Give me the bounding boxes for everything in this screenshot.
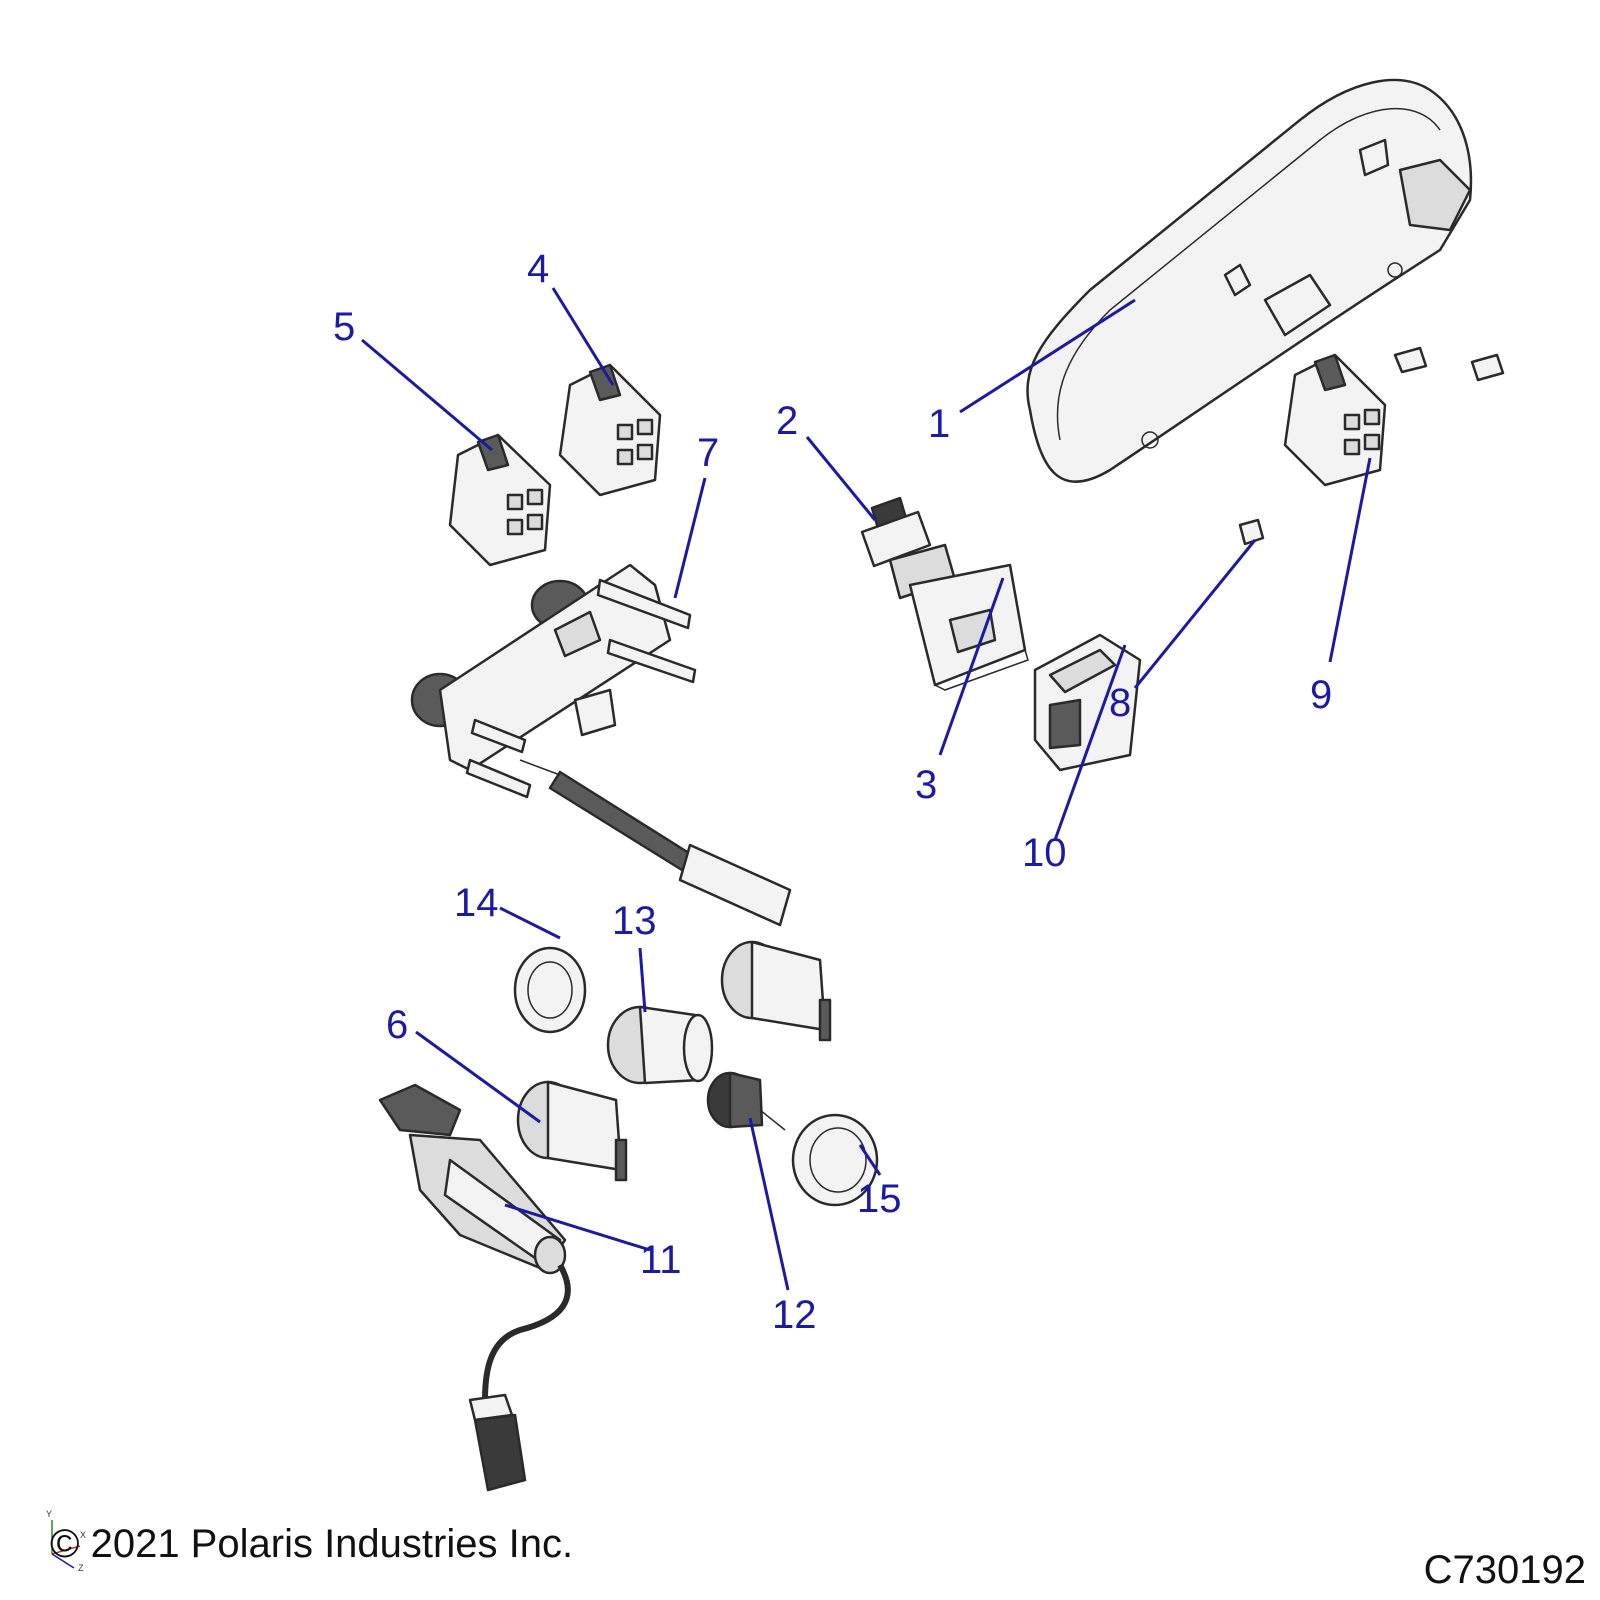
nut-ring-part (791, 1113, 879, 1207)
callout-12: 12 (772, 1293, 817, 1337)
leader-line-7 (673, 477, 707, 599)
leader-line-10 (1053, 644, 1127, 841)
axis-y-label: Y (46, 1509, 52, 1519)
callout-11: 11 (640, 1238, 682, 1282)
copyright-text: © 2021 Polaris Industries Inc. (50, 1522, 574, 1566)
callout-1: 1 (928, 402, 950, 446)
rocker-switch-5-part (448, 433, 552, 567)
leader-line-11 (504, 1203, 651, 1252)
gauge-cluster-part (1026, 78, 1473, 483)
leader-line-9 (1328, 457, 1372, 663)
clamp-ring-part (513, 946, 587, 1034)
callout-9: 9 (1310, 673, 1332, 717)
axis-x-label: X (80, 1530, 86, 1540)
screw-part (1238, 346, 1505, 546)
callout-2: 2 (776, 399, 798, 443)
callout-8: 8 (1109, 681, 1131, 725)
leader-line-4 (551, 287, 615, 386)
leader-line-12 (748, 1117, 790, 1291)
callout-14: 14 (454, 881, 499, 925)
leader-line-3 (938, 577, 1005, 756)
rocker-switch-4-part (558, 363, 662, 497)
leader-line-13 (638, 947, 647, 1013)
leader-line-14 (499, 906, 561, 940)
joystick-part (378, 1083, 571, 1492)
rocker-switch-9-part (1283, 353, 1387, 487)
leader-line-15 (858, 1144, 882, 1176)
power-outlet-part (516, 1080, 628, 1182)
rocker-switch-10-part (1033, 633, 1142, 772)
callout-5: 5 (333, 305, 355, 349)
leader-line-6 (415, 1030, 541, 1124)
switch-panel-part (410, 563, 792, 927)
usb-connector-part (706, 1071, 786, 1131)
callout-13: 13 (612, 899, 657, 943)
key-switch-part (860, 496, 1029, 691)
socket-housing-part (606, 1005, 714, 1085)
callout-15: 15 (857, 1177, 902, 1221)
callout-3: 3 (915, 763, 937, 807)
diagram-id-label: C730192 (1423, 1548, 1586, 1592)
callout-7: 7 (697, 431, 719, 475)
callout-10: 10 (1022, 831, 1067, 875)
power-outlet-upper-part (720, 940, 832, 1042)
leader-line-2 (805, 436, 877, 521)
leader-line-8 (1133, 539, 1257, 689)
callout-6: 6 (386, 1003, 408, 1047)
callout-4: 4 (527, 247, 549, 291)
leader-line-5 (361, 338, 493, 452)
axis-triad-icon: Y X Z (46, 1509, 86, 1572)
axis-z-label: Z (78, 1563, 84, 1572)
leader-line-1 (959, 298, 1136, 414)
